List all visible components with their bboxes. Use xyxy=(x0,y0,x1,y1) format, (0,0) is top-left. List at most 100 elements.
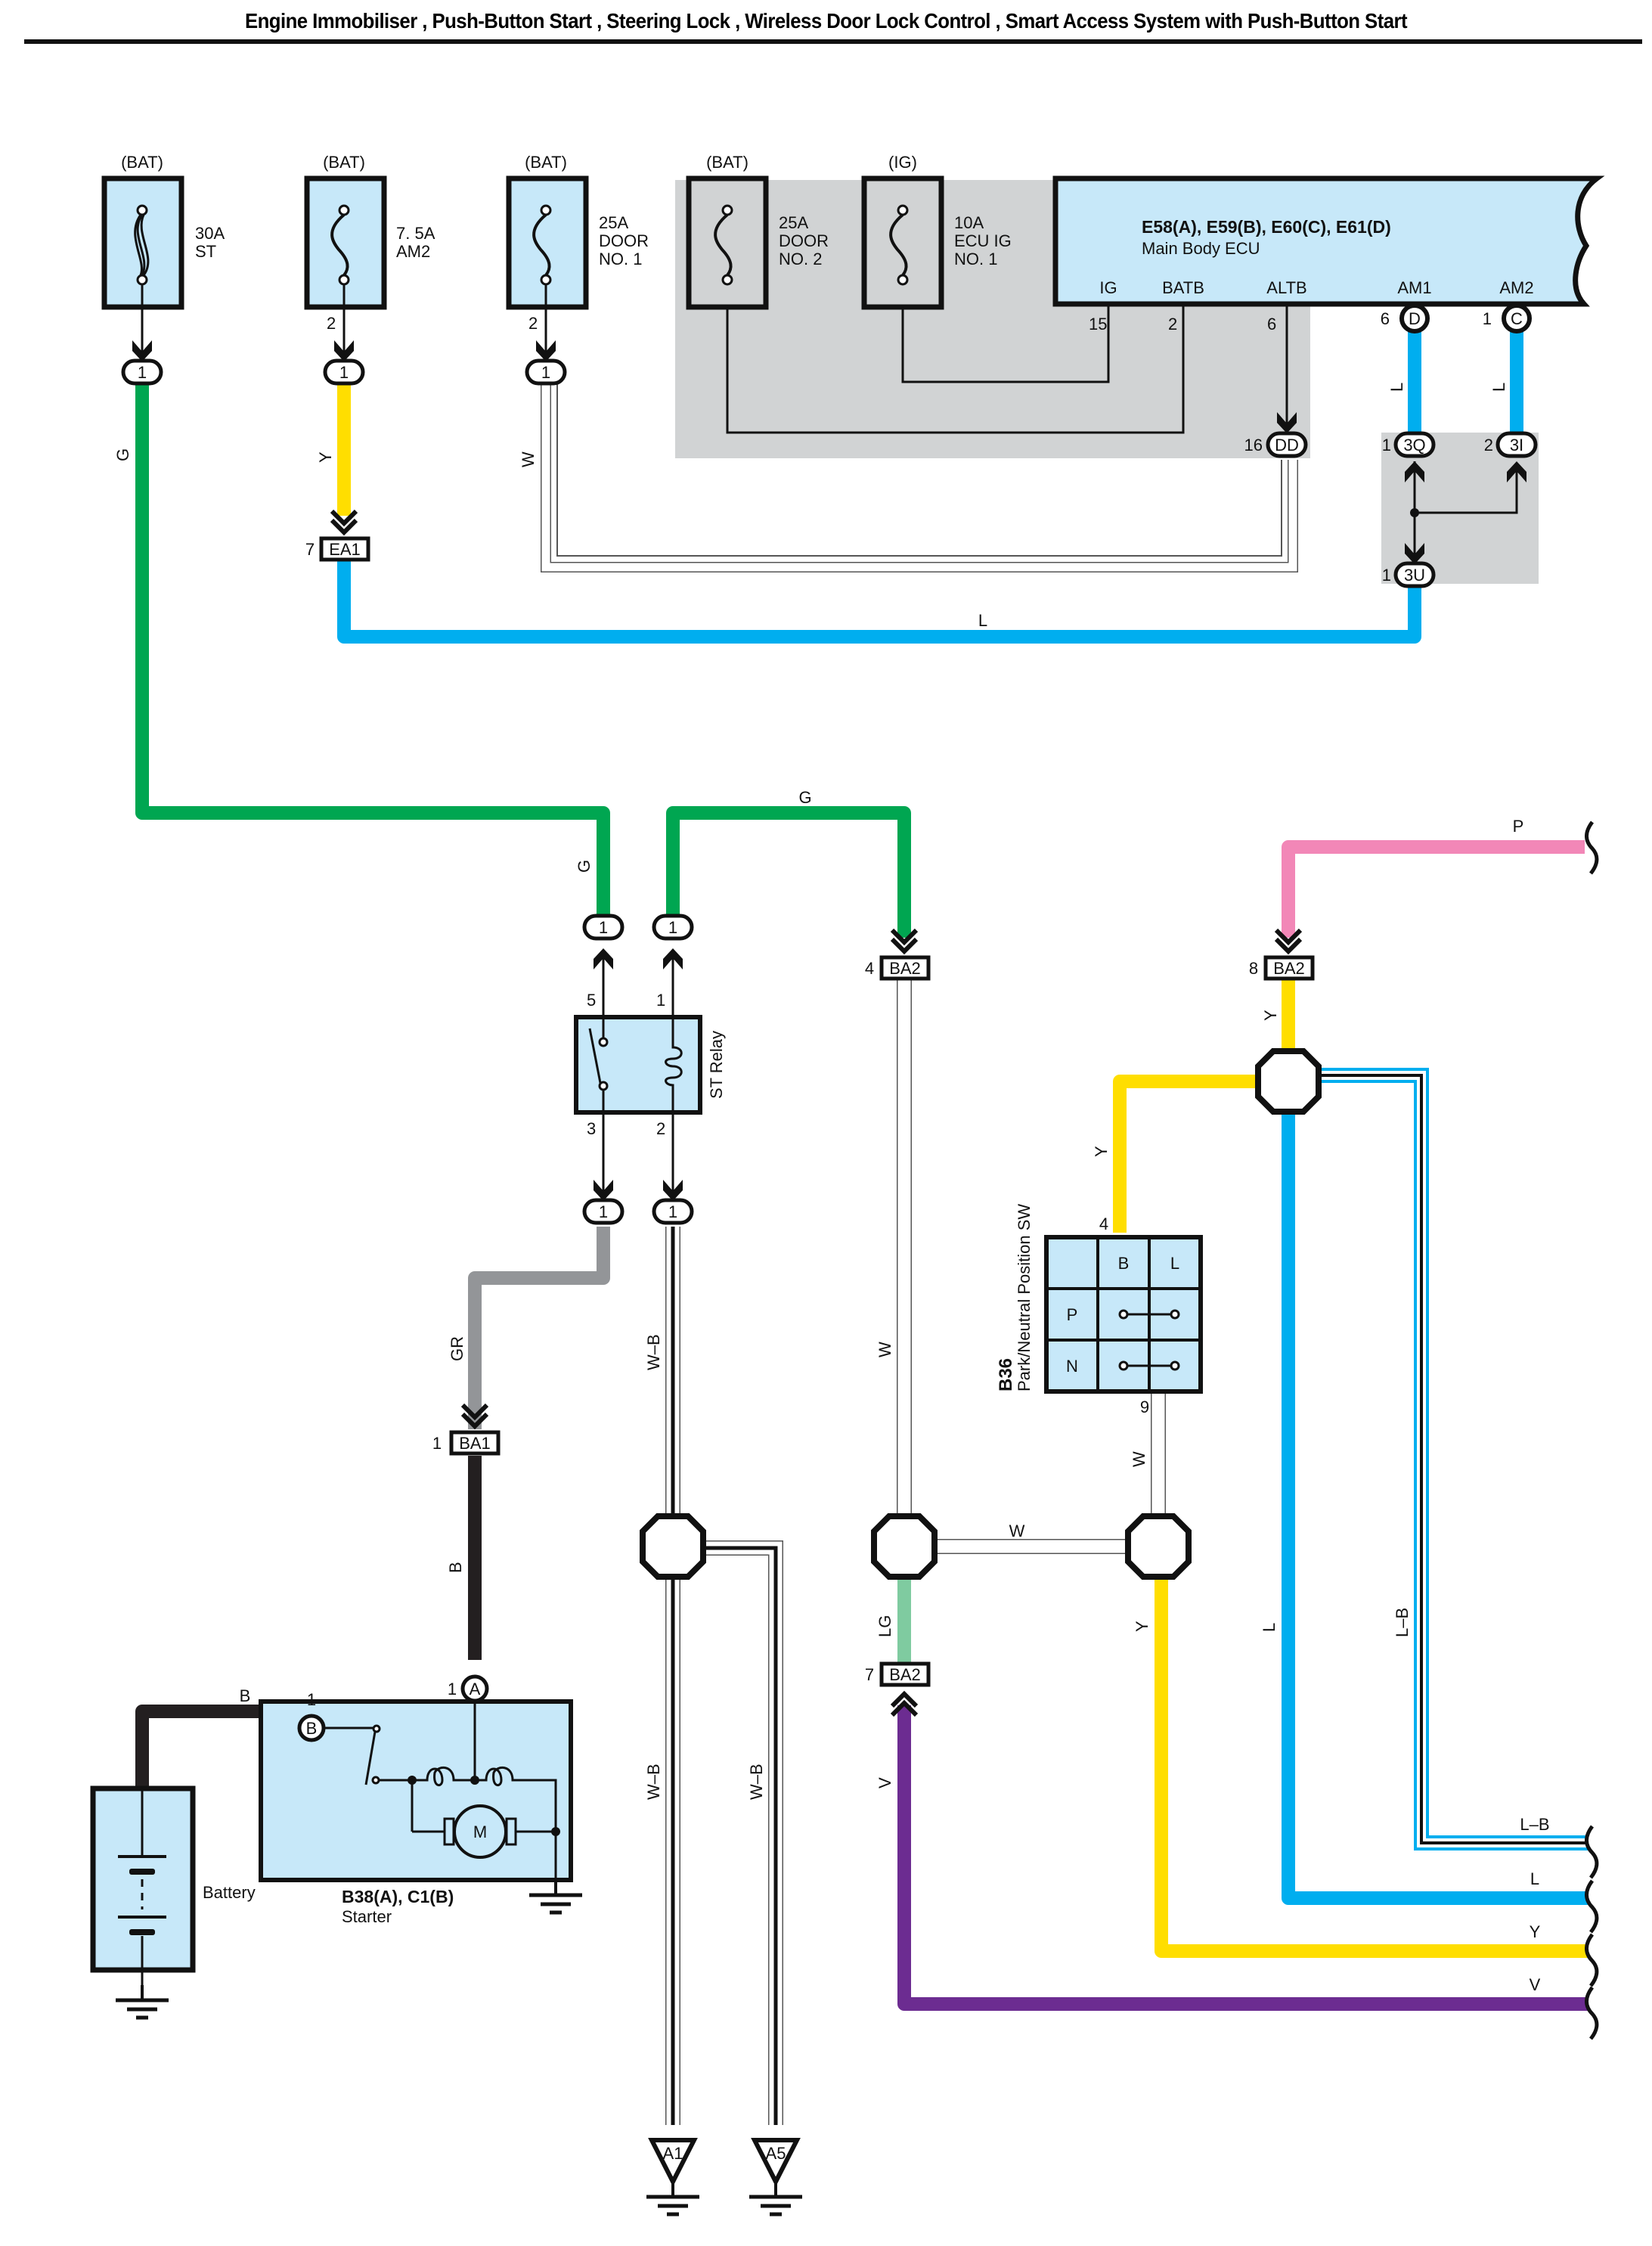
pin-number: 1 xyxy=(1382,436,1391,454)
relay-coil-icon xyxy=(665,1017,683,1112)
connector-id: BA2 xyxy=(889,959,921,978)
wire-label-lb: L–B xyxy=(1393,1608,1412,1637)
pin-number: 6 xyxy=(1267,315,1276,333)
fuse-source-label: (BAT) xyxy=(525,153,567,172)
connector-id: BA1 xyxy=(459,1434,491,1453)
fuse-icon xyxy=(889,213,908,277)
fuse-rating: 25A xyxy=(599,213,628,232)
pin-number: 2 xyxy=(327,314,336,333)
column-b: B xyxy=(1118,1254,1130,1273)
terminal-altb: ALTB xyxy=(1266,278,1306,297)
fuse-name: AM2 xyxy=(396,242,430,261)
fuse-7-5a-am2: (BAT) 7. 5A AM2 2 1 xyxy=(304,153,435,383)
connector-ea1: EA1 7 xyxy=(305,511,370,562)
wire-3i xyxy=(1415,465,1518,514)
wire-y-pn xyxy=(1113,1075,1258,1233)
wire-label-w: W xyxy=(519,451,538,467)
wire-label-g: G xyxy=(798,788,811,807)
connector-id: DD xyxy=(1275,436,1299,454)
pin-number: 6 xyxy=(1381,309,1390,328)
junction-connector-3q: 3Q 1 xyxy=(1382,433,1433,482)
connector-ba2-pin8: BA2 8 xyxy=(1249,930,1315,981)
wire-label-lg: LG xyxy=(876,1615,894,1637)
junction-connector-dd: DD 16 xyxy=(1244,412,1306,456)
wire-label-gr: GR xyxy=(448,1336,466,1361)
page-title: Engine Immobiliser , Push-Button Start ,… xyxy=(244,9,1408,33)
battery: Battery xyxy=(90,1785,256,2018)
connector-id: 3U xyxy=(1404,566,1425,585)
wire-label-wb: W–B xyxy=(747,1764,766,1800)
wire-label-p: P xyxy=(1513,817,1524,836)
connector-id: 3I xyxy=(1510,436,1523,454)
pin-number: 5 xyxy=(587,991,596,1010)
fuse-10a-ecu-ig-no1: (IG) 10A ECU IG NO. 1 xyxy=(861,153,1012,310)
splice-y-l xyxy=(1258,1051,1319,1112)
wire-g-relay-ba2 xyxy=(666,806,911,938)
fuse-name: DOOR xyxy=(599,231,649,250)
wire-label-l: L xyxy=(978,611,987,630)
splice-w-right xyxy=(1128,1516,1189,1577)
junction-connector-3u: 3U 1 xyxy=(1382,543,1433,586)
connector-ba2-pin7: BA2 7 xyxy=(865,1661,931,1715)
terminal-ig: IG xyxy=(1099,278,1117,297)
wire-ecuig-ig xyxy=(901,280,1110,383)
fuse-25a-door-no2: (BAT) 25A DOOR NO. 2 xyxy=(686,153,829,310)
row-p: P xyxy=(1067,1305,1078,1324)
ground-icon xyxy=(646,2182,699,2214)
wire-v xyxy=(897,1705,1588,2011)
connector-number: 1 xyxy=(339,363,349,382)
wire-label-g: G xyxy=(575,860,594,873)
fuse-name-2: NO. 2 xyxy=(779,250,822,268)
fuse-source-label: (BAT) xyxy=(706,153,749,172)
st-relay: 1 1 5 1 ST Relay 3 2 1 1 xyxy=(574,916,726,1223)
wire-label-y: Y xyxy=(1530,1922,1541,1941)
splice-dot xyxy=(1410,508,1419,517)
title-divider xyxy=(24,39,1642,44)
park-neutral-position-switch: B L P N 4 9 B36 Park/Neutral Position SW xyxy=(996,1204,1203,1416)
connector-number: 1 xyxy=(541,363,550,382)
wire-g-st xyxy=(135,378,610,924)
pin-number: 1 xyxy=(656,991,665,1010)
connector-ba1: BA1 1 xyxy=(432,1405,501,1456)
connector-ba2-pin4: BA2 4 xyxy=(865,930,931,981)
pin-number: 7 xyxy=(305,540,315,559)
ground-id: A1 xyxy=(663,2144,683,2163)
pin-number: 8 xyxy=(1249,959,1258,978)
wire-door2-batb xyxy=(726,280,1185,434)
wire-l-right xyxy=(1282,1112,1588,1905)
pin-number: 9 xyxy=(1140,1398,1149,1416)
ground-a1: A1 xyxy=(646,2138,699,2214)
wire-label-b: B xyxy=(240,1686,251,1705)
terminal-a: A xyxy=(470,1680,481,1698)
relay-label: ST Relay xyxy=(707,1031,726,1099)
wire-lb-right xyxy=(1319,1068,1588,1850)
splice-w-left xyxy=(874,1516,934,1577)
row-n: N xyxy=(1066,1357,1078,1376)
pin-number: 3 xyxy=(587,1119,596,1138)
field-coil-icon xyxy=(412,1766,475,1786)
connector-number: 1 xyxy=(599,918,608,937)
fuse-rating: 30A xyxy=(195,224,225,243)
connector-id: BA2 xyxy=(1273,959,1305,978)
fusible-link-icon xyxy=(134,214,150,276)
wire-label-w: W xyxy=(1130,1451,1148,1467)
wire-y-lower xyxy=(1155,1577,1588,1958)
wire-label-w: W xyxy=(876,1342,894,1357)
wire-label-l: L xyxy=(1530,1869,1539,1888)
fuse-name: ST xyxy=(195,242,216,261)
connector-id: D xyxy=(1409,309,1421,328)
pin-number: 4 xyxy=(865,959,874,978)
terminal-am2: AM2 xyxy=(1499,278,1533,297)
wire-label-y: Y xyxy=(1092,1146,1111,1157)
battery-label: Battery xyxy=(203,1883,256,1902)
main-body-ecu: E58(A), E59(B), E60(C), E61(D) Main Body… xyxy=(1052,175,1605,333)
junction-connector-3i: 3I 2 xyxy=(1484,433,1536,482)
wire-label-v: V xyxy=(1530,1975,1541,1994)
fuse-icon xyxy=(714,213,733,277)
connector-id: 3Q xyxy=(1403,436,1425,454)
pin-number: 1 xyxy=(307,1690,316,1709)
starter-code: B38(A), C1(B) xyxy=(342,1887,454,1906)
ground-a5: A5 xyxy=(749,2138,802,2214)
terminal-am1: AM1 xyxy=(1397,278,1431,297)
